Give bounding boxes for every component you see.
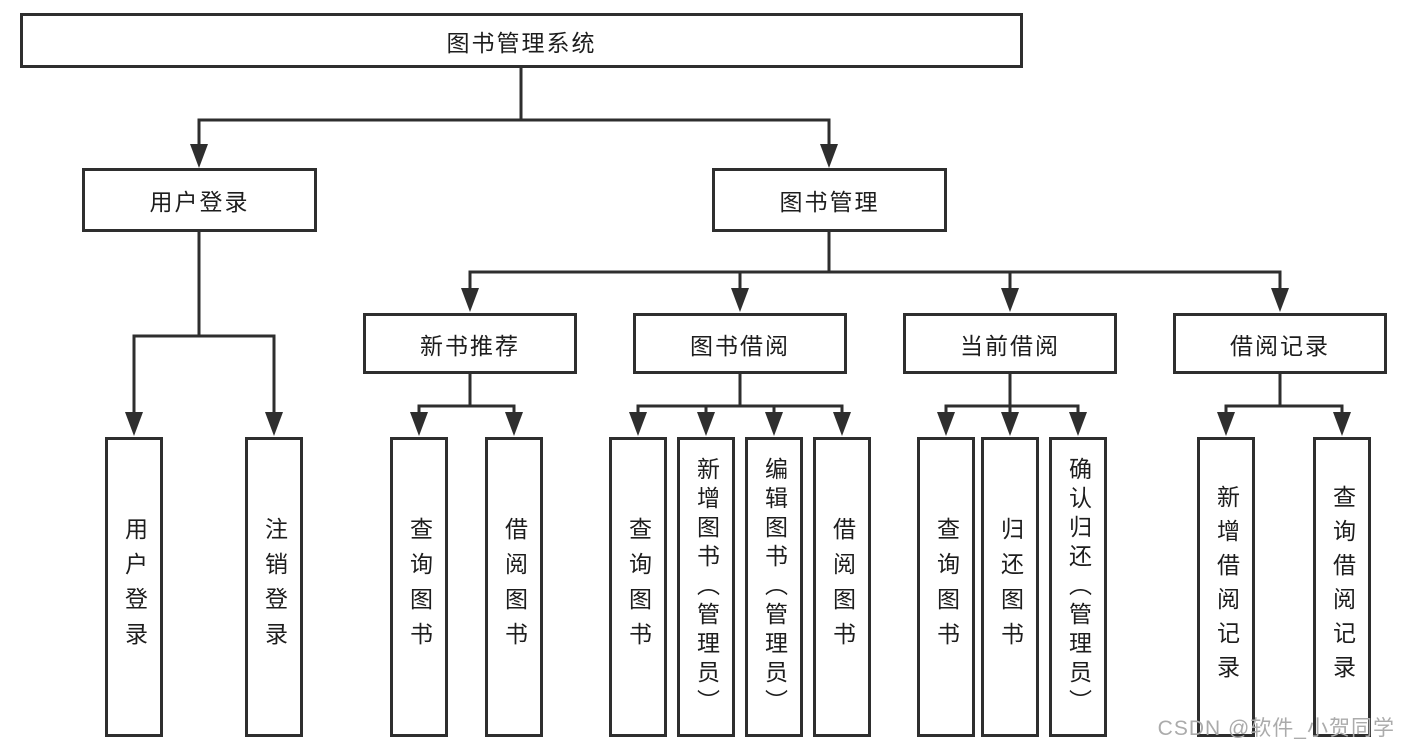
arrowhead [190, 144, 208, 168]
arrowhead [265, 412, 283, 436]
arrowhead [765, 412, 783, 436]
leaf-query-borrow-record: 查询借阅记录 [1313, 437, 1371, 737]
arrowhead [125, 412, 143, 436]
arrowhead [410, 412, 428, 436]
leaf-borrow-books-2-label: 借阅图书 [829, 517, 856, 657]
leaf-query-books-3: 查询图书 [917, 437, 975, 737]
node-user-login-label: 用户登录 [149, 189, 250, 215]
arrowhead [1001, 412, 1019, 436]
arrowhead [1217, 412, 1235, 436]
arrowhead [1001, 288, 1019, 312]
arrowhead [629, 412, 647, 436]
arrowhead [505, 412, 523, 436]
arrowhead [1333, 412, 1351, 436]
leaf-edit-books-admin: 编辑图书（管理员） [745, 437, 803, 737]
node-book-management-label: 图书管理 [779, 189, 880, 215]
arrowhead [461, 288, 479, 312]
leaf-borrow-books-1: 借阅图书 [485, 437, 543, 737]
leaf-user-login-label: 用户登录 [121, 517, 148, 657]
node-current-borrowing-label: 当前借阅 [960, 332, 1060, 359]
csdn-watermark: CSDN @软件_小贺同学 [1157, 717, 1395, 740]
leaf-borrow-books-2: 借阅图书 [813, 437, 871, 737]
leaf-add-books-admin-label: 新增图书（管理员） [693, 456, 720, 718]
leaf-return-books: 归还图书 [981, 437, 1039, 737]
node-new-book-recommend: 新书推荐 [363, 313, 577, 374]
node-root: 图书管理系统 [20, 13, 1023, 68]
node-borrowing-records-label: 借阅记录 [1230, 332, 1330, 359]
leaf-user-login: 用户登录 [105, 437, 163, 737]
leaf-logout-label: 注销登录 [261, 517, 288, 657]
leaf-add-borrow-record-label: 新增借阅记录 [1213, 485, 1240, 689]
leaf-query-books-2: 查询图书 [609, 437, 667, 737]
leaf-query-books-3-label: 查询图书 [933, 517, 960, 657]
node-new-book-recommend-label: 新书推荐 [420, 332, 520, 359]
leaf-confirm-return-admin-label: 确认归还（管理员） [1065, 456, 1092, 718]
leaf-query-books-1-label: 查询图书 [406, 517, 433, 657]
node-borrowing-records: 借阅记录 [1173, 313, 1387, 374]
arrowhead [1069, 412, 1087, 436]
leaf-add-books-admin: 新增图书（管理员） [677, 437, 735, 737]
arrowhead [1271, 288, 1289, 312]
node-book-management: 图书管理 [712, 168, 947, 232]
leaf-return-books-label: 归还图书 [997, 517, 1024, 657]
leaf-add-borrow-record: 新增借阅记录 [1197, 437, 1255, 737]
node-book-borrowing: 图书借阅 [633, 313, 847, 374]
leaf-query-borrow-record-label: 查询借阅记录 [1329, 485, 1356, 689]
node-book-borrowing-label: 图书借阅 [690, 332, 790, 359]
node-root-label: 图书管理系统 [446, 29, 597, 56]
arrowhead [937, 412, 955, 436]
leaf-borrow-books-1-label: 借阅图书 [501, 517, 528, 657]
arrowhead [697, 412, 715, 436]
arrowhead [731, 288, 749, 312]
arrowhead [820, 144, 838, 168]
leaf-edit-books-admin-label: 编辑图书（管理员） [761, 456, 788, 718]
leaf-logout: 注销登录 [245, 437, 303, 737]
leaf-confirm-return-admin: 确认归还（管理员） [1049, 437, 1107, 737]
node-user-login: 用户登录 [82, 168, 317, 232]
arrowhead [833, 412, 851, 436]
node-current-borrowing: 当前借阅 [903, 313, 1117, 374]
leaf-query-books-1: 查询图书 [390, 437, 448, 737]
leaf-query-books-2-label: 查询图书 [625, 517, 652, 657]
